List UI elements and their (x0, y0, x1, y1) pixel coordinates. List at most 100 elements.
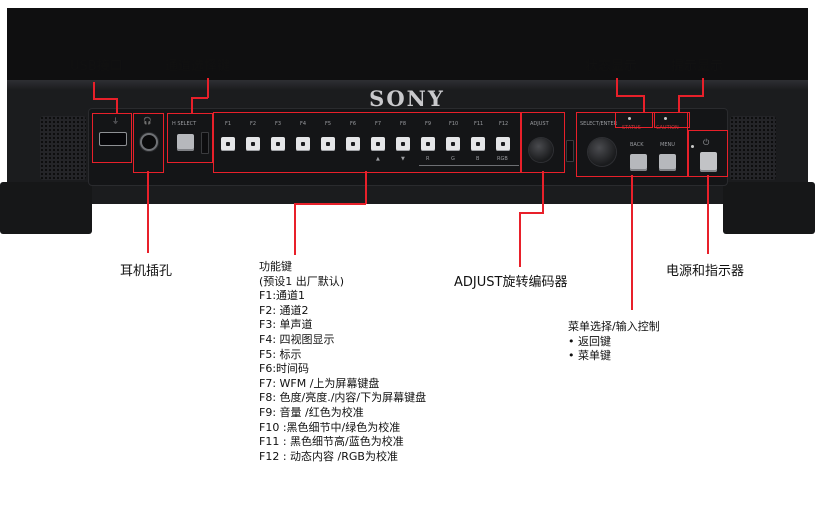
h-select-button[interactable] (177, 134, 194, 151)
fn-item: F6:时间码 (259, 362, 310, 376)
highlight-usb (92, 113, 132, 163)
f6-button[interactable] (346, 137, 360, 151)
f10-button[interactable] (446, 137, 460, 151)
f3-button[interactable] (271, 137, 285, 151)
f5-label: F5 (325, 121, 332, 127)
f8-button[interactable] (396, 137, 410, 151)
f1-label: F1 (225, 121, 232, 127)
leader-channel-v1 (207, 78, 209, 98)
stand-left (0, 182, 92, 234)
menu-control-item: • 返回键 (568, 334, 611, 348)
fn-item: F11 : 黑色细节高/蓝色为校准 (259, 435, 404, 449)
f8-label: F8 (400, 121, 407, 127)
menu-control-title: 菜单选择/输入控制 (568, 320, 660, 333)
f10-label: F10 (449, 121, 459, 127)
f2-button[interactable] (246, 137, 260, 151)
power-button[interactable] (700, 152, 717, 172)
leader-tally-h (678, 95, 704, 97)
f11-label: F11 (474, 121, 484, 127)
highlight-tally (654, 112, 690, 128)
f12-button[interactable] (496, 137, 510, 151)
status-label: STATUS (622, 125, 641, 131)
leader-power (707, 175, 709, 254)
leader-status-h (616, 95, 644, 97)
f11-sublabel: B (476, 156, 480, 162)
calibration-group-line (419, 165, 519, 166)
menu-button[interactable] (659, 154, 676, 171)
leader-adjust-v2 (519, 212, 521, 267)
leader-tally-v1 (702, 78, 704, 96)
f9-button[interactable] (421, 137, 435, 151)
f12-label: F12 (499, 121, 509, 127)
fn-item: F12 : 动态内容 /RGB为校准 (259, 449, 398, 463)
f7-button[interactable] (371, 137, 385, 151)
f9-label: F9 (425, 121, 432, 127)
adjust-label: ADJUST (530, 121, 549, 127)
h-select-label: H SELECT (172, 121, 197, 127)
callout-usb: USB接口 (70, 59, 123, 74)
highlight-power (688, 130, 728, 177)
bezel-sheen (7, 80, 808, 90)
f5-button[interactable] (321, 137, 335, 151)
caution-led (664, 117, 667, 120)
usb-port[interactable] (99, 132, 127, 146)
highlight-channel-select (167, 113, 213, 163)
function-keys-description: 功能键 (预设1 出厂默认) F1:通道1 F2: 通道2 F3: 单声道 F4… (259, 260, 426, 464)
leader-fkeys-h (294, 203, 366, 205)
f12-sublabel: RGB (497, 156, 508, 162)
f1-button[interactable] (221, 137, 235, 151)
f9-sublabel: R (426, 156, 430, 162)
leader-menu (631, 175, 633, 310)
headphone-jack[interactable] (142, 135, 156, 149)
menu-control-description: 菜单选择/输入控制 • 返回键 • 菜单键 (568, 320, 660, 364)
back-button[interactable] (630, 154, 647, 171)
fn-item: F10 :黑色细节中/绿色为校准 (259, 420, 401, 434)
headphone-icon: 🎧 (143, 117, 152, 125)
highlight-function-keys (213, 112, 521, 173)
fn-item: F3: 单声道 (259, 318, 313, 332)
f6-label: F6 (350, 121, 357, 127)
callout-channel-select: 通道选择键 (165, 59, 231, 74)
leader-fkeys-v2 (294, 203, 296, 255)
f4-button[interactable] (296, 137, 310, 151)
leader-usb-v1 (93, 82, 95, 99)
menu-control-item: • 菜单键 (568, 349, 611, 363)
callout-tally: 提示显示 (671, 59, 724, 74)
highlight-adjust (521, 112, 565, 173)
brand-logo: SONY (369, 86, 445, 111)
f11-button[interactable] (471, 137, 485, 151)
status-led (628, 117, 631, 120)
fn-item: F5: 标示 (259, 347, 302, 361)
callout-adjust: ADJUST旋转编码器 (454, 275, 568, 290)
leader-tally-v2 (678, 95, 680, 112)
adjust-knob[interactable] (529, 138, 553, 162)
leader-status-v2 (643, 95, 645, 112)
f7-label: F7 (375, 121, 382, 127)
h-select-indicator (201, 132, 209, 154)
leader-adjust-h (519, 212, 544, 214)
leader-usb-v2 (116, 98, 118, 113)
f2-label: F2 (250, 121, 257, 127)
f4-label: F4 (300, 121, 307, 127)
leader-fkeys-v1 (365, 171, 367, 204)
callout-power: 电源和指示器 (666, 264, 745, 279)
monitor-screen-edge (7, 8, 808, 80)
power-led (691, 145, 694, 148)
back-label: BACK (630, 142, 644, 148)
f3-label: F3 (275, 121, 282, 127)
fn-item: F7: WFM /上为屏幕键盘 (259, 376, 380, 390)
speaker-grille-right (730, 116, 776, 180)
leader-channel-h (191, 97, 208, 99)
fn-item: F1:通道1 (259, 289, 306, 303)
select-enter-knob[interactable] (588, 138, 616, 166)
function-keys-subtitle: (预设1 出厂默认) (259, 274, 345, 288)
leader-channel-v2 (191, 97, 193, 113)
usb-icon: ⏚ (112, 117, 119, 125)
leader-adjust-v1 (542, 171, 544, 213)
stand-right (723, 182, 815, 234)
function-keys-title: 功能键 (259, 260, 292, 273)
leader-usb-h (93, 98, 117, 100)
fn-item: F2: 通道2 (259, 303, 309, 317)
power-icon: ⏻ (703, 138, 710, 147)
